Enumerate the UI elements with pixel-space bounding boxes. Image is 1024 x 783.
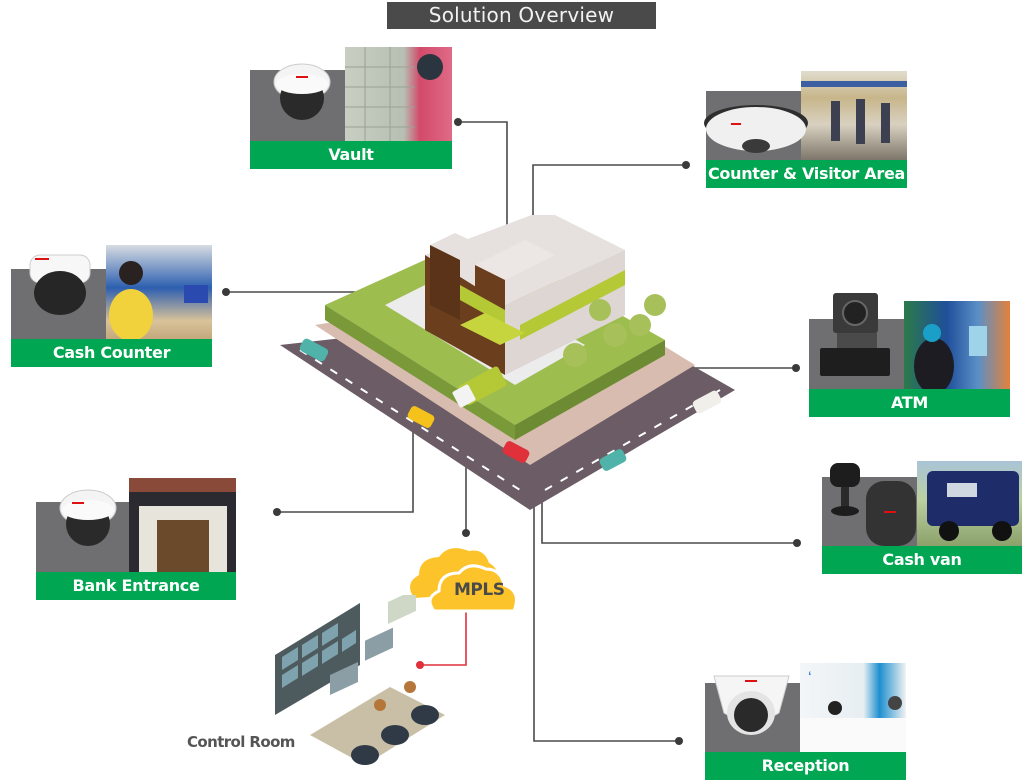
location-card-atm: ATM (809, 293, 1010, 417)
mpls-cloud-icon (410, 548, 518, 613)
connector-vault (458, 121, 508, 240)
connector-dot (273, 508, 281, 516)
mpls-label: MPLS (454, 580, 505, 600)
atm-photo (904, 301, 1010, 389)
fisheye-camera-icon (704, 105, 808, 153)
connector-dot (682, 161, 690, 169)
location-card-reception: ʻ Reception (705, 663, 906, 780)
location-card-cash-van: Cash van (822, 461, 1022, 574)
location-card-vault: Vault (250, 47, 452, 169)
svg-text:ʻ: ʻ (808, 670, 812, 687)
location-label-bank-entrance: Bank Entrance (36, 572, 236, 600)
bank-entrance-photo (129, 478, 236, 572)
dashcam-icon (830, 463, 916, 546)
connector-dot (454, 118, 462, 126)
counter-visitor-photo (801, 71, 907, 160)
reception-photo: ʻ (800, 663, 906, 752)
control-room-label: Control Room (187, 733, 295, 751)
cash-van-photo (917, 461, 1022, 547)
bank-building-illustration (280, 215, 735, 510)
turret-camera-icon (713, 675, 790, 735)
location-label-cash-counter: Cash Counter (11, 339, 212, 367)
location-label-counter-visitor: Counter & Visitor Area (706, 160, 907, 188)
cash-counter-photo (106, 245, 212, 340)
control-room-illustration (275, 595, 445, 765)
dome-camera-icon (59, 489, 117, 546)
connector-dot-red (416, 661, 424, 669)
vault-photo (345, 47, 452, 141)
connector-dot (792, 364, 800, 372)
location-card-counter-visitor: Counter & Visitor Area (704, 71, 907, 188)
pinhole-camera-icon (820, 293, 890, 376)
connector-control-room (420, 612, 467, 666)
page-title: Solution Overview (387, 2, 656, 29)
connector-dot (675, 737, 683, 745)
connector-dot (462, 529, 470, 537)
connector-dot (222, 288, 230, 296)
connector-dot (793, 539, 801, 547)
location-card-cash-counter: Cash Counter (11, 245, 212, 367)
location-label-vault: Vault (250, 141, 452, 169)
location-label-reception: Reception (705, 752, 906, 780)
location-label-atm: ATM (809, 389, 1010, 417)
dome-camera-icon (273, 63, 331, 120)
location-label-cash-van: Cash van (822, 546, 1022, 574)
dome-camera-icon (29, 254, 91, 315)
location-card-bank-entrance: Bank Entrance (36, 478, 236, 600)
